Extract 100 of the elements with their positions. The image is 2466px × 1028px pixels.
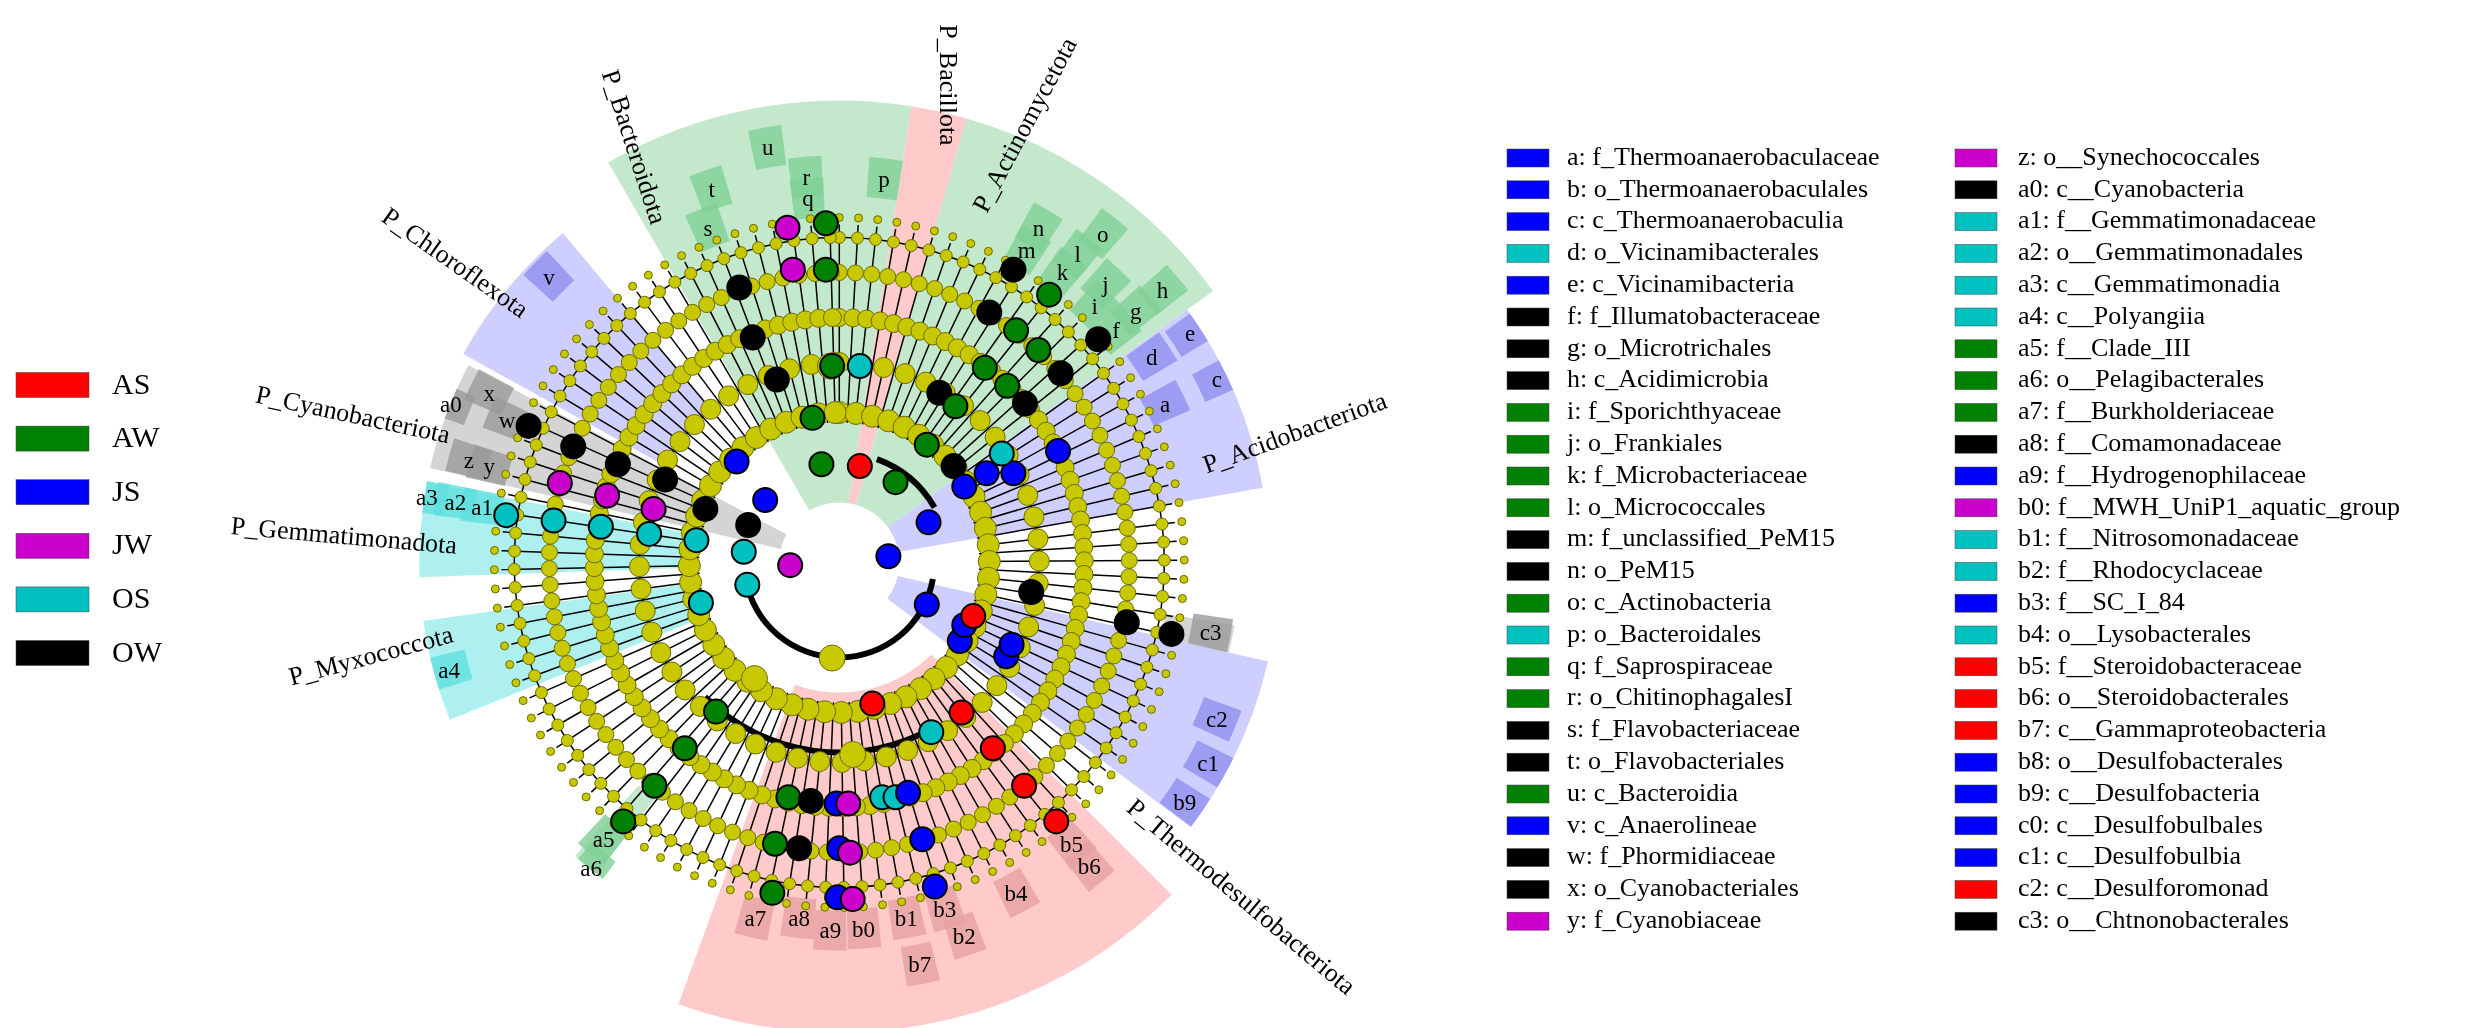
legend-label: j: o_Frankiales [1567,429,1723,456]
legend-label: b6: o__Steroidobacterales [2018,684,2289,711]
legend-label: x: o_Cyanobacteriales [1567,875,1799,902]
legend-label: a5: f__Clade_III [2018,334,2191,361]
phylum-label: P_Bacillota [935,24,962,146]
legend-label: a6: o__Pelagibacterales [2018,366,2265,393]
taxon-letter: j [1102,272,1109,296]
legend-label: g: o_Microtrichales [1567,334,1772,361]
taxon-letter: f [1112,318,1120,342]
legend-label: t: o_Flavobacteriales [1567,747,1785,774]
legend-label: a2: o__Gemmatimonadales [2018,239,2304,266]
phylum-label: P_Gemmatimonadota [229,512,458,559]
legend-label: b8: o__Desulfobacterales [2018,747,2283,774]
taxon-letter: h [1156,278,1169,302]
legend-label: w: f_Phormidiaceae [1567,843,1776,870]
taxon-letter: a [1160,392,1171,416]
legend-label: b0: f__MWH_UniP1_aquatic_group [2018,493,2400,520]
legend-label: f: f_Illumatobacteraceae [1567,302,1821,329]
legend-label: m: f_unclassified_PeM15 [1567,525,1835,552]
taxon-letter: c1 [1197,751,1219,775]
legend-label: a9: f__Hydrogenophilaceae [2018,461,2307,488]
taxon-letter: o [1096,222,1109,246]
legend-label: l: o_Micrococcales [1567,493,1766,520]
legend-label: OW [112,636,162,667]
taxon-letter: d [1146,345,1158,369]
legend-label: c: c_Thermoanaerobaculia [1567,207,1844,234]
legend-label: c3: o__Chtnonobacterales [2018,906,2289,933]
taxon-letter: b6 [1077,854,1101,878]
taxon-letter: v [543,265,555,289]
legend-label: o: c_Actinobacteria [1567,588,1772,615]
taxon-letter: s [703,216,713,240]
legend-label: a1: f__Gemmatimonadaceae [2018,207,2317,234]
taxon-letter: w [498,408,516,432]
legend-label: a3: c__Gemmatimonadia [2018,270,2281,297]
legend-label: b1: f__Nitrosomonadaceae [2018,525,2299,552]
taxon-letter: c2 [1206,707,1228,731]
legend-label: n: o_PeM15 [1567,557,1695,584]
legend-label: b4: o__Lysobacterales [2018,620,2252,647]
taxon-letter: a2 [444,490,467,514]
taxon-letter: m [1017,238,1036,262]
legend-label: a7: f__Burkholderiaceae [2018,398,2275,425]
legend-label: v: c_Anaerolineae [1567,811,1757,838]
taxon-letter: p [878,167,890,191]
taxon-letter: b5 [1059,832,1083,856]
legend-label: a4: c__Polyangiia [2018,302,2205,329]
legend-label: b3: f__SC_I_84 [2018,588,2185,615]
taxon-letter: b7 [908,952,932,976]
legend-label: s: f_Flavobacteriaceae [1567,716,1801,743]
taxon-letter: e [1185,321,1196,345]
legend-label: AW [112,422,160,453]
legend-label: AS [112,368,151,399]
taxon-letter: i [1091,294,1098,318]
legend-label: a: f_Thermoanaerobaculaceae [1567,143,1880,170]
taxon-letter: q [802,186,814,210]
taxon-letter: b2 [952,924,976,948]
taxon-letter: n [1032,216,1045,240]
taxon-letter: g [1129,299,1142,323]
taxon-letter: r [802,165,811,189]
legend-label: r: o_ChitinophagalesI [1567,684,1793,711]
taxon-letter: a7 [744,906,767,930]
taxon-letter: a6 [580,856,602,880]
legend-label: i: f_Sporichthyaceae [1567,398,1782,425]
taxon-letter: x [483,381,496,405]
legend-label: c2: c__Desulforomonad [2018,875,2269,902]
legend-label: p: o_Bacteroidales [1567,620,1762,647]
legend-label: d: o_Vicinamibacterales [1567,239,1819,266]
legend-label: b5: f__Steroidobacteraceae [2018,652,2302,679]
legend-label: y: f_Cyanobiaceae [1567,906,1762,933]
legend-label: b: o_Thermoanaerobaculales [1567,175,1869,202]
taxon-letter: t [708,177,715,201]
taxon-letter: b0 [851,917,875,941]
taxon-letter: c3 [1199,620,1222,644]
taxon-letter: a8 [788,906,810,930]
legend-label: a8: f__Comamonadaceae [2018,429,2282,456]
taxon-letter: l [1074,242,1081,266]
taxon-letter: z [463,448,474,472]
legend-label: c0: c__Desulfobulbales [2018,811,2263,838]
legend-label: z: o__Synechococcales [2018,143,2260,170]
legend-label: JS [112,475,141,506]
taxon-letter: k [1056,260,1069,284]
taxon-letter: a5 [592,827,615,851]
legend-label: h: c_Acidimicrobia [1567,366,1769,393]
taxon-letter: y [483,454,496,478]
legend-label: u: c_Bacteroidia [1567,779,1739,806]
legend-label: b9: c__Desulfobacteria [2018,779,2260,806]
legend-label: q: f_Saprospiraceae [1567,652,1773,679]
legend-label: b2: f__Rhodocyclaceae [2018,557,2263,584]
taxon-letter: b1 [894,906,918,930]
legend-label: OS [112,582,151,613]
legend-label: JW [112,529,152,560]
legend-label: a0: c__Cyanobacteria [2018,175,2244,202]
taxon-letter: u [762,135,774,159]
taxon-letter: b4 [1004,881,1028,905]
taxon-letter: c [1211,367,1223,391]
legend-label: k: f_Microbacteriaceae [1567,461,1808,488]
taxon-letter: b3 [933,897,957,921]
taxon-letter: a1 [471,495,493,519]
taxon-letter: a9 [819,918,842,942]
legend-label: b7: c__Gammaproteobacteria [2018,716,2327,743]
legend-label: c1: c__Desulfobulbia [2018,843,2242,870]
